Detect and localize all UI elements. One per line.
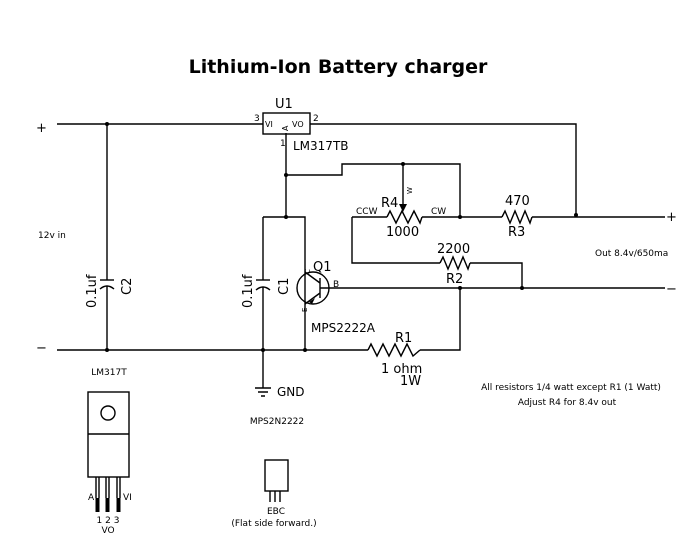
title: Lithium-Ion Battery charger <box>189 56 488 78</box>
mps2n2222-package: MPS2N2222 EBC (Flat side forward.) <box>231 417 316 529</box>
r1-value: 1 ohm <box>381 362 422 377</box>
c2-value: 0.1uf <box>85 274 100 308</box>
input-plus: + <box>36 121 47 136</box>
mps2n2222-note: (Flat side forward.) <box>231 519 316 529</box>
note-resistors: All resistors 1/4 watt except R1 (1 Watt… <box>481 383 661 393</box>
c2-ref: C2 <box>120 278 135 295</box>
r3-ref: R3 <box>508 225 525 240</box>
u1-part: LM317TB <box>293 139 349 153</box>
wires <box>57 123 665 397</box>
q1-e: E <box>301 308 309 312</box>
mps2n2222-pins: EBC <box>267 507 285 517</box>
u1-ref: U1 <box>275 97 293 112</box>
r4-ref: R4 <box>381 196 398 211</box>
q1-ref: Q1 <box>313 260 332 275</box>
r4-wiper: W <box>406 187 414 194</box>
q1-c: C <box>304 269 312 274</box>
c1-value: 0.1uf <box>241 274 256 308</box>
lm317t-pin-vi: VI <box>123 493 132 503</box>
r4-value: 1000 <box>386 225 419 240</box>
input-minus: − <box>36 341 47 356</box>
u1-pin2: 2 <box>313 114 319 124</box>
output-label: Out 8.4v/650ma <box>595 249 668 259</box>
q1-part: MPS2222A <box>311 321 376 335</box>
r4-cw: CW <box>431 207 446 217</box>
input-label: 12v in <box>38 231 66 241</box>
r2-value: 2200 <box>437 242 470 257</box>
u1-adj: A <box>281 125 290 131</box>
output-plus: + <box>666 210 677 225</box>
r1-ref: R1 <box>395 331 412 346</box>
lm317t-pin-a: A <box>88 493 95 503</box>
note-adjust: Adjust R4 for 8.4v out <box>518 398 617 408</box>
r1-power: 1W <box>400 374 421 389</box>
lm317t-package: LM317T A VI 1 2 3 VO <box>87 368 132 536</box>
regulator-u1: U1 3 2 1 VI VO A LM317TB <box>254 97 349 153</box>
lm317t-pins: 1 2 3 <box>97 516 120 526</box>
u1-pin1: 1 <box>280 139 286 149</box>
u1-vo: VO <box>292 120 304 129</box>
output-minus: − <box>666 282 677 297</box>
mps2n2222-label: MPS2N2222 <box>250 417 304 427</box>
lm317t-label: LM317T <box>91 368 127 378</box>
junctions <box>105 122 578 352</box>
r2-ref: R2 <box>446 272 463 287</box>
u1-pin3: 3 <box>254 114 260 124</box>
r4-ccw: CCW <box>356 207 378 217</box>
r3-value: 470 <box>505 194 530 209</box>
q1-b: B <box>333 280 339 290</box>
c1-ref: C1 <box>277 278 292 295</box>
gnd-label: GND <box>277 385 305 399</box>
lm317t-pin-vo: VO <box>101 526 114 536</box>
u1-vi: VI <box>265 120 273 129</box>
